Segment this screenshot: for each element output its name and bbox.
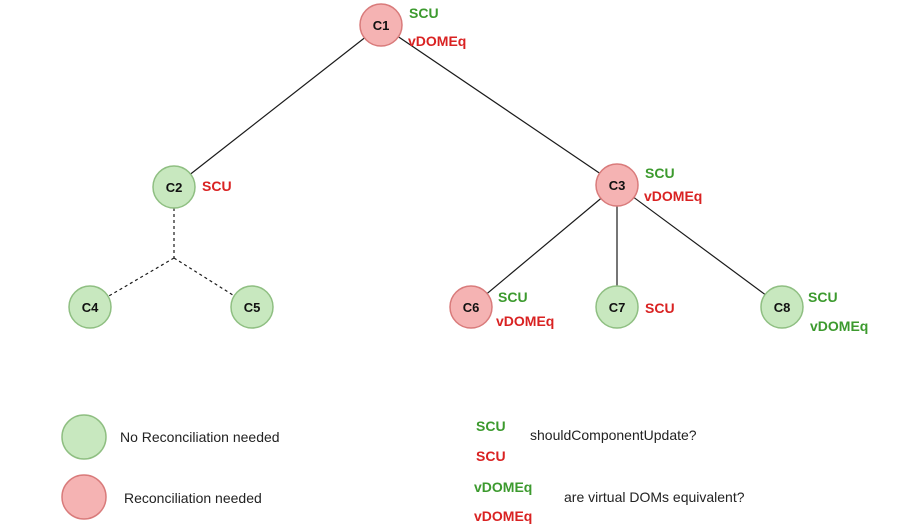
- edge-c3-c8: [616, 184, 783, 308]
- node-c3-circle: [595, 163, 639, 207]
- legend-scu-green: SCU: [476, 418, 506, 434]
- node-c6-tag-scu: SCU: [498, 289, 528, 305]
- legend-green-node-swatch: [61, 414, 107, 460]
- node-c8-tag-vdomeq: vDOMEq: [810, 318, 868, 334]
- node-c1-tag-vdomeq: vDOMEq: [408, 33, 466, 49]
- node-c3-label: C3: [609, 178, 626, 193]
- legend: No Reconciliation needed Reconciliation …: [61, 414, 745, 524]
- edges-layer: [89, 24, 783, 308]
- node-c2-label: C2: [166, 180, 183, 195]
- legend-reconciliation-label: Reconciliation needed: [124, 490, 262, 506]
- edge-c3-c6: [470, 184, 618, 308]
- node-c6-circle: [449, 285, 493, 329]
- node-c8-label: C8: [774, 300, 791, 315]
- node-c5-label: C5: [244, 300, 261, 315]
- node-c1: C1 SCU vDOMEq: [359, 3, 466, 49]
- node-c6-tag-vdomeq: vDOMEq: [496, 313, 554, 329]
- legend-vdomeq-green: vDOMEq: [474, 479, 532, 495]
- node-c2-circle: [152, 165, 196, 209]
- node-c3-tag-vdomeq: vDOMEq: [644, 188, 702, 204]
- node-c7-circle: [595, 285, 639, 329]
- node-c6-label: C6: [463, 300, 480, 315]
- edge-c1-c3: [380, 24, 618, 186]
- legend-vdomeq-description: are virtual DOMs equivalent?: [564, 489, 745, 505]
- legend-scu-description: shouldComponentUpdate?: [530, 427, 697, 443]
- node-c5-circle: [230, 285, 274, 329]
- node-c4-label: C4: [82, 300, 99, 315]
- legend-vdomeq-red: vDOMEq: [474, 508, 532, 524]
- node-c7-tag-scu: SCU: [645, 300, 675, 316]
- node-c1-tag-scu: SCU: [409, 5, 439, 21]
- legend-red-node-swatch: [61, 474, 107, 520]
- legend-no-reconciliation-label: No Reconciliation needed: [120, 429, 280, 445]
- node-c1-circle: [359, 3, 403, 47]
- edge-c2-c4: [89, 257, 175, 308]
- node-c4: C4: [68, 285, 112, 329]
- node-c4-circle: [68, 285, 112, 329]
- node-c7-label: C7: [609, 300, 626, 315]
- node-c2: C2 SCU: [152, 165, 232, 209]
- node-c1-label: C1: [373, 18, 390, 33]
- node-c5: C5: [230, 285, 274, 329]
- node-c8-circle: [760, 285, 804, 329]
- node-c3-tag-scu: SCU: [645, 165, 675, 181]
- node-c8-tag-scu: SCU: [808, 289, 838, 305]
- node-c7: C7 SCU: [595, 285, 675, 329]
- legend-scu-red: SCU: [476, 448, 506, 464]
- node-c8: C8 SCU vDOMEq: [760, 285, 868, 334]
- node-c2-tag-scu: SCU: [202, 178, 232, 194]
- node-c3: C3 SCU vDOMEq: [595, 163, 702, 207]
- edge-c1-c2: [173, 24, 382, 188]
- node-c6: C6 SCU vDOMEq: [449, 285, 554, 329]
